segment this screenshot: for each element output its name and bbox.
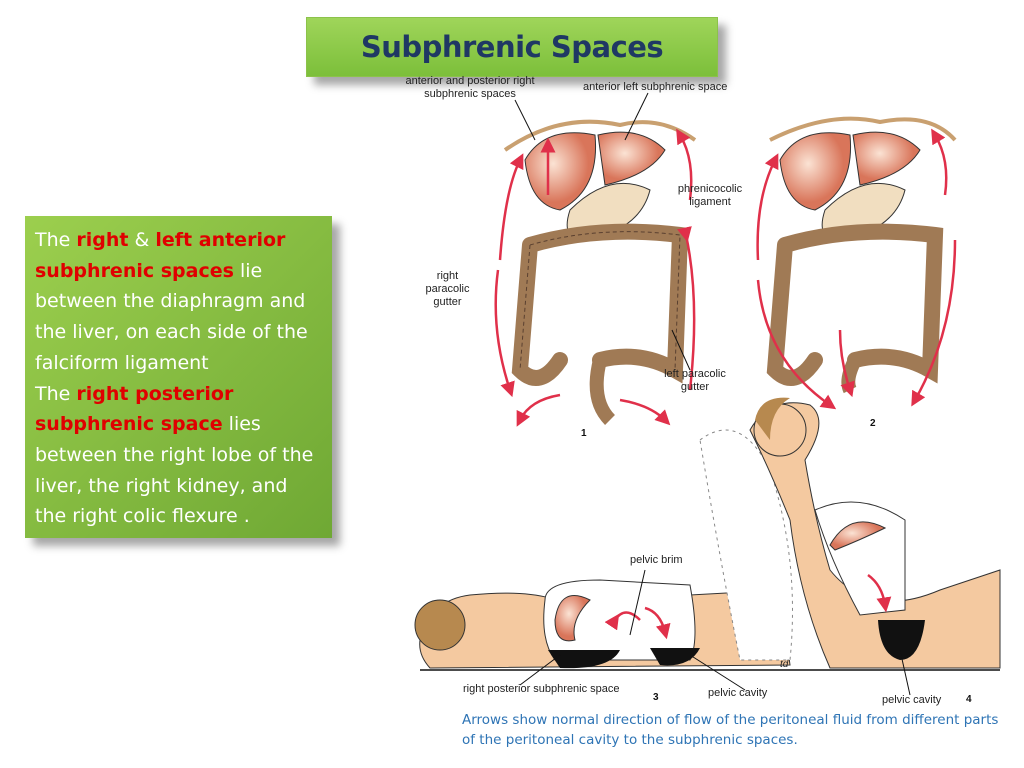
description-box: The right & left anterior subphrenic spa… [25, 216, 332, 538]
figure-number-3: 3 [653, 692, 659, 703]
body-text: & [128, 229, 156, 251]
label-right-posterior-subphrenic: right posterior subphrenic space [463, 683, 620, 695]
label-pelvic-brim: pelvic brim [630, 554, 683, 566]
highlighted-term: right posterior subphrenic space [35, 382, 234, 436]
label-right-paracolic: right paracolic gutter [425, 270, 470, 308]
slide-title: Subphrenic Spaces [360, 30, 664, 64]
label-pelvic-cavity-3: pelvic cavity [708, 687, 768, 699]
label-left-paracolic: left paracolic gutter [664, 368, 726, 393]
figure-number-4: 4 [966, 694, 972, 705]
paragraph-posterior: The right posterior subphrenic space lie… [35, 379, 322, 533]
figure-2-abdomen [756, 116, 957, 410]
label-phrenicocolic: phrenicocolic ligament [677, 183, 743, 208]
figure-3-supine [414, 569, 1000, 691]
label-ant-post-right-subphrenic: anterior and posterior right subphrenic … [405, 75, 535, 100]
title-box: Subphrenic Spaces [306, 17, 718, 77]
figure-number-1: 1 [581, 428, 587, 439]
caption: Arrows show normal direction of flow of … [462, 712, 999, 748]
paragraph-anterior: The right & left anterior subphrenic spa… [35, 225, 322, 379]
label-pelvic-cavity-4: pelvic cavity [882, 694, 942, 706]
body-text: lie between the diaphragm and the liver,… [35, 259, 308, 374]
figure-1-abdomen [494, 92, 697, 427]
body-text: lies between the right lobe of the liver… [35, 413, 314, 528]
label-ant-left-subphrenic: anterior left subphrenic space [583, 81, 728, 93]
body-text: The [35, 229, 77, 251]
highlighted-term: right [76, 229, 129, 251]
highlighted-term: left anterior subphrenic spaces [35, 229, 286, 282]
figure-4-sitting [699, 397, 1001, 696]
figure-number-2: 2 [870, 418, 876, 429]
body-text: The [35, 382, 77, 405]
artist-signature: td [780, 659, 789, 670]
